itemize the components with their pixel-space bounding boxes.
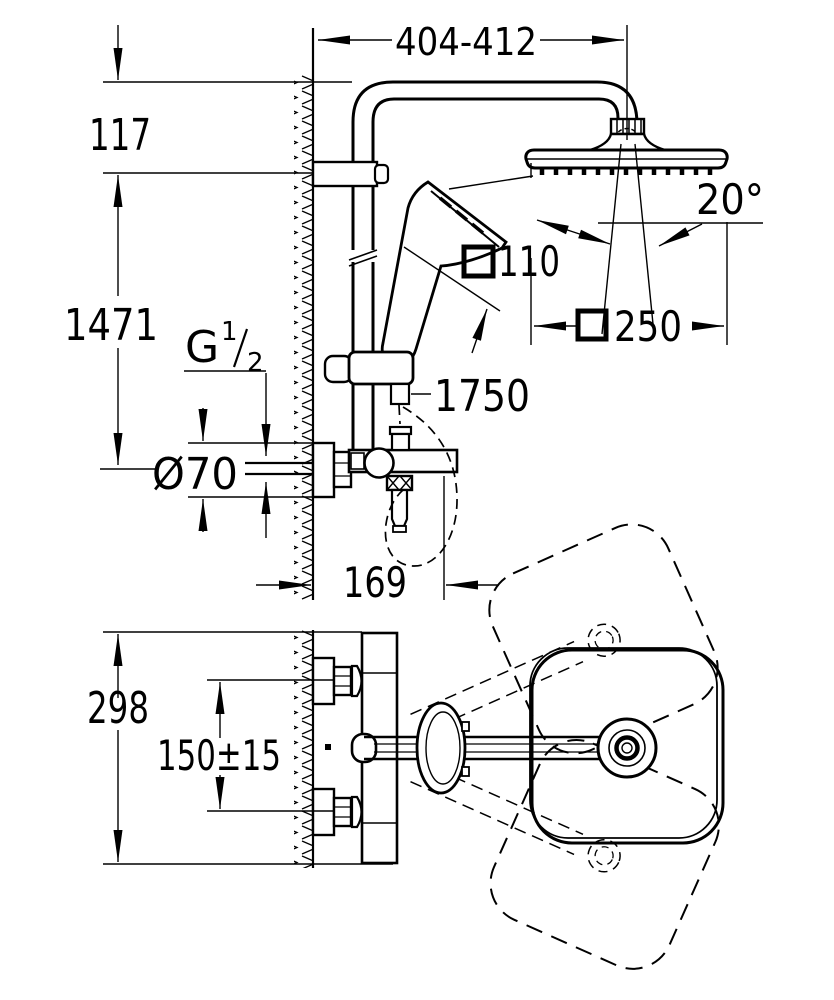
dim-hand-shower-face-label: 110: [498, 237, 560, 286]
dimension-tilt-angle: 20°: [536, 175, 764, 247]
dimension-supply-spacing: 150±15: [157, 679, 333, 812]
dim-plan-span-label: 298: [87, 683, 149, 734]
dim-supply-height-label: 1471: [64, 300, 158, 351]
spray-nozzles: [539, 169, 713, 175]
square-symbol-icon: [461, 244, 496, 279]
shower-hose: [384, 404, 458, 567]
square-symbol-icon: [575, 308, 609, 342]
dimension-head-offset: 117: [89, 25, 352, 174]
supply-connection-top: [311, 656, 363, 706]
supply-connection-bottom: [311, 787, 363, 837]
dimension-head-shower-face: 250: [530, 222, 728, 351]
thermostat-valve: [245, 425, 459, 533]
dim-escutcheon-label: Ø70: [152, 449, 238, 500]
head-shower-plan: [529, 647, 725, 845]
spray-angle-lines: [601, 143, 655, 335]
dim-projection-label: 169: [343, 558, 407, 607]
dim-head-shower-face-label: 250: [614, 302, 682, 351]
dimension-plan-span: 298: [87, 631, 393, 865]
dim-head-offset-label: 117: [89, 110, 151, 161]
supply-nipple: [245, 461, 313, 476]
dim-supply-spacing-label: 150±15: [157, 731, 281, 780]
hose-port: [390, 432, 411, 452]
dimension-supply-height: 1471: [64, 175, 158, 470]
wall-bracket: [311, 160, 390, 188]
hand-shower-holder-plan: [415, 701, 470, 795]
thermostat-valve-plan: [311, 631, 399, 865]
ball-joint-plan: [596, 717, 658, 779]
dimension-escutcheon: Ø70: [152, 408, 333, 532]
plan-view: 298 150±15: [87, 523, 725, 970]
dimension-thread: G 1 2: [184, 317, 271, 538]
thread-letter-label: G: [185, 322, 219, 373]
dim-hose-length-label: 1750: [434, 371, 530, 422]
dimension-hand-shower-face: 110: [403, 163, 560, 354]
wall-section: [294, 28, 315, 600]
dim-tilt-angle-label: 20°: [696, 175, 764, 224]
center-mark: [325, 744, 331, 750]
hose-connector: [389, 382, 411, 406]
shower-arm-plan: [350, 732, 610, 764]
hand-shower-face: [438, 196, 485, 235]
dimension-arm-reach: 404-412: [318, 20, 628, 140]
wall-section-plan: [294, 630, 315, 868]
side-view: 404-412 117 1471 G 1 2 Ø70: [64, 20, 764, 607]
dim-arm-reach-label: 404-412: [395, 20, 537, 64]
dimension-hose-length: 1750: [411, 371, 530, 422]
pipe-break-symbol: [348, 249, 378, 267]
hand-shower-holder: [323, 350, 415, 406]
thread-numerator-label: 1: [221, 317, 238, 347]
temperature-handle: [363, 447, 395, 479]
thread-denominator-label: 2: [247, 348, 264, 378]
tub-spout: [385, 474, 414, 533]
dimension-projection: 169: [256, 476, 499, 607]
escutcheon: [311, 441, 336, 499]
